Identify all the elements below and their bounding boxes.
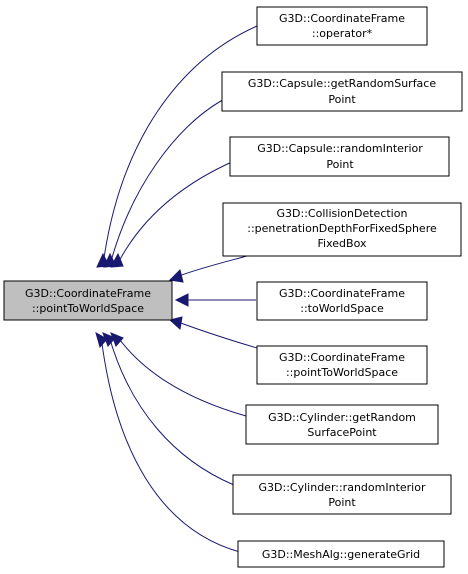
edge-cylinder-random-surface [110,332,247,417]
nodes: G3D::CoordinateFrame ::pointToWorldSpace… [3,6,463,568]
node-label-line: G3D::Cylinder::randomInterior [259,481,426,494]
node-label-line: G3D::MeshAlg::generateGrid [262,548,420,561]
edge-collision-detection [168,255,248,283]
node-label-line: G3D::Capsule::randomInterior [257,142,423,155]
node-label-line: G3D::CoordinateFrame [279,287,405,300]
node-label-line: G3D::Capsule::getRandomSurface [248,77,436,90]
node-label-line: Point [328,496,356,509]
node-label-line: ::pointToWorldSpace [32,302,144,315]
edges [95,25,258,553]
edge-capsule-random-interior [110,160,235,268]
edge-point-to-world-space [168,316,258,349]
caller-node-capsule-get-random-surface-point[interactable]: G3D::Capsule::getRandomSurface Point [221,71,463,112]
caller-node-point-to-world-space[interactable]: G3D::CoordinateFrame ::pointToWorldSpace [256,345,428,385]
edge-cylinder-random-interior [102,332,235,486]
edge-meshalg-generate-grid [95,331,241,553]
node-label-line: Point [328,93,356,106]
node-label-line: FixedBox [318,237,367,250]
node-label-line: ::penetrationDepthForFixedSphere [247,222,437,235]
edge-to-world-space [174,293,256,307]
caller-node-capsule-random-interior-point[interactable]: G3D::Capsule::randomInterior Point [229,136,450,177]
caller-node-cylinder-get-random-surface-point[interactable]: G3D::Cylinder::getRandom SurfacePoint [245,404,439,445]
caller-node-meshalg-generate-grid[interactable]: G3D::MeshAlg::generateGrid [237,540,445,568]
node-label-line: ::operator* [312,27,373,40]
caller-node-to-world-space[interactable]: G3D::CoordinateFrame ::toWorldSpace [256,281,428,321]
node-label-line: G3D::CoordinateFrame [279,12,405,25]
node-label-line: G3D::CoordinateFrame [25,287,151,300]
caller-node-operator-star[interactable]: G3D::CoordinateFrame ::operator* [256,6,428,46]
node-label-line: ::pointToWorldSpace [286,366,398,379]
caller-node-collision-detection[interactable]: G3D::CollisionDetection ::penetrationDep… [222,202,462,257]
node-label-line: ::toWorldSpace [300,302,384,315]
node-label-line: SurfacePoint [307,426,377,439]
root-node-point-to-world-space[interactable]: G3D::CoordinateFrame ::pointToWorldSpace [3,280,173,321]
node-label-line: G3D::Cylinder::getRandom [268,411,416,424]
node-label-line: G3D::CoordinateFrame [279,351,405,364]
node-label-line: Point [326,158,354,171]
node-label-line: G3D::CollisionDetection [277,207,408,220]
caller-node-cylinder-random-interior-point[interactable]: G3D::Cylinder::randomInterior Point [232,474,452,515]
